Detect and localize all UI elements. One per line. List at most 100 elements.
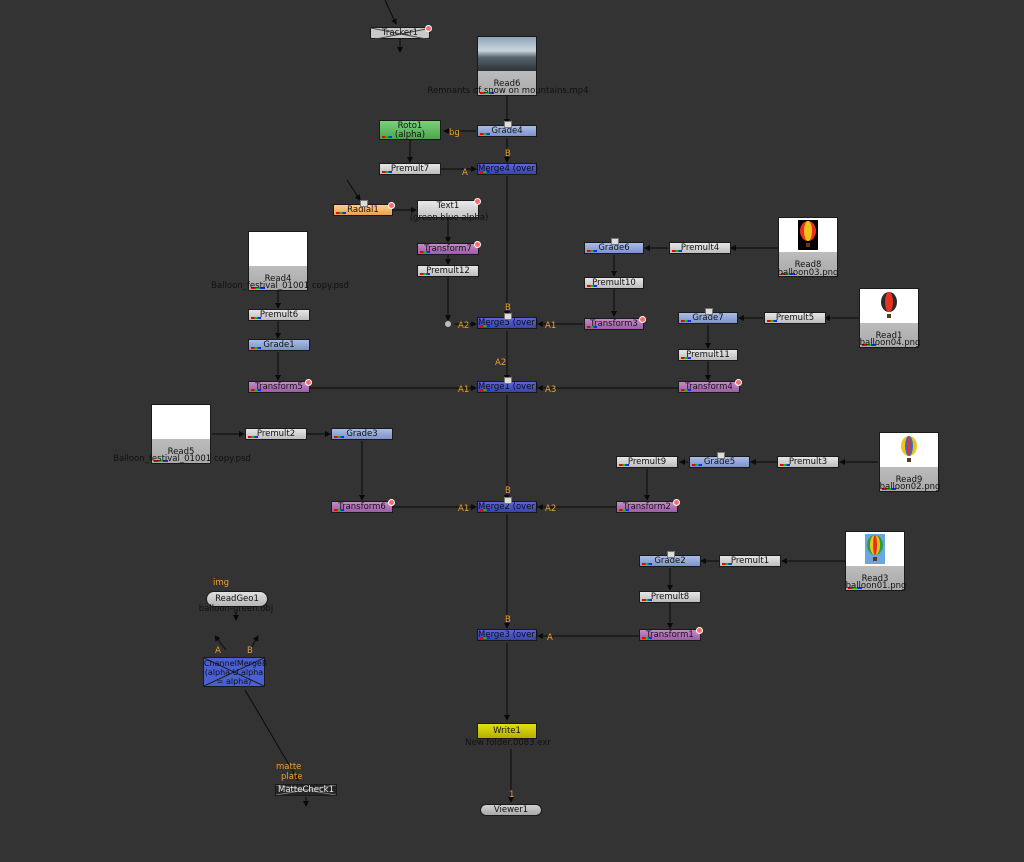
premult6-node[interactable]: Premult6 xyxy=(248,309,310,321)
input-label-b: B xyxy=(505,615,511,625)
node-label: Premult8 xyxy=(650,592,690,602)
mask-input-icon xyxy=(504,313,512,320)
node-label: Grade6 xyxy=(598,243,630,253)
node-label: Premult11 xyxy=(686,350,730,360)
viewer1-node[interactable]: Viewer1 xyxy=(480,804,542,816)
text1-node[interactable]: Text1 xyxy=(417,198,481,218)
transform1-node[interactable]: Transform1 xyxy=(639,627,703,641)
node-label: Grade1 xyxy=(263,340,295,350)
premult2-node[interactable]: Premult2 xyxy=(245,428,307,440)
write1-node[interactable]: Write1 xyxy=(477,723,537,739)
radial1-node[interactable]: Radial1 xyxy=(333,200,395,216)
node-label: Grade3 xyxy=(346,429,378,439)
node-label: Transform1 xyxy=(646,630,694,640)
disabled-cross-icon xyxy=(276,785,336,795)
balloon-thumbnail xyxy=(846,532,904,566)
mask-input-icon xyxy=(360,200,368,207)
read6-node[interactable]: Read6 xyxy=(477,36,537,96)
premult9-node[interactable]: Premult9 xyxy=(616,456,678,468)
channelmerge8-node[interactable]: ChannelMerge8 (alpha U alpha = alpha) xyxy=(203,657,267,687)
transform4-node[interactable]: Transform4 xyxy=(678,379,742,393)
channel-indicator-icon xyxy=(248,436,258,438)
merge2-node[interactable]: Merge2 (over) xyxy=(477,497,538,513)
node-label: Merge1 (over) xyxy=(478,382,539,392)
channel-indicator-icon xyxy=(480,325,490,327)
node-label: Roto1 xyxy=(397,121,423,131)
transform7-node[interactable]: Transform7 xyxy=(417,241,481,255)
input-label-a: A xyxy=(547,633,553,643)
read9-node[interactable]: Read9 xyxy=(879,432,939,492)
mask-input-icon xyxy=(705,308,713,315)
channel-indicator-icon xyxy=(382,136,392,138)
node-label: Transform5 xyxy=(255,382,303,392)
node-label: Write1 xyxy=(493,726,521,736)
premult7-node[interactable]: Premult7 xyxy=(379,163,441,175)
node-label: Merge3 (over) xyxy=(478,630,539,640)
node-label: Read5 xyxy=(167,447,195,457)
node-label: Transform7 xyxy=(424,244,472,254)
mattecheck1-node[interactable]: MatteCheck1 xyxy=(275,784,337,796)
premult11-node[interactable]: Premult11 xyxy=(678,349,738,361)
channel-indicator-icon xyxy=(587,326,597,328)
node-label: ChannelMerge8 (alpha U alpha = alpha) xyxy=(204,659,267,686)
readgeo1-node[interactable]: ReadGeo1 xyxy=(206,591,268,607)
grade4-node[interactable]: Grade4 xyxy=(477,121,537,137)
channel-indicator-icon xyxy=(780,464,790,466)
hot-air-balloon-icon xyxy=(798,220,818,250)
grade3-node[interactable]: Grade3 xyxy=(331,428,393,440)
node-label: Read4 xyxy=(264,274,292,284)
transform5-node[interactable]: Transform5 xyxy=(248,379,312,393)
merge4-node[interactable]: Merge4 (over) xyxy=(477,163,538,175)
grade7-node[interactable]: Grade7 xyxy=(678,308,738,324)
channel-indicator-icon xyxy=(781,273,795,275)
premult3-node[interactable]: Premult3 xyxy=(777,456,839,468)
status-dot-icon xyxy=(388,202,395,209)
premult8-node[interactable]: Premult8 xyxy=(639,591,701,603)
input-label-a2: A2 xyxy=(545,504,557,514)
node-label: Grade4 xyxy=(491,126,523,136)
readgeo1-filename: balloon-green.obj xyxy=(198,604,274,614)
read4-node[interactable]: Read4 xyxy=(248,231,308,291)
psd-thumbnail xyxy=(249,232,307,266)
tracker1-node[interactable]: Tracker1 xyxy=(370,25,432,40)
mask-input-icon xyxy=(716,452,725,459)
merge1-node[interactable]: Merge1 (over) xyxy=(477,377,539,393)
transform3-node[interactable]: Transform3 xyxy=(584,316,646,330)
premult10-node[interactable]: Premult10 xyxy=(584,277,644,289)
channel-indicator-icon xyxy=(672,250,682,252)
premult12-node[interactable]: Premult12 xyxy=(417,265,479,277)
transform2-node[interactable]: Transform2 xyxy=(616,499,680,513)
disabled-cross-icon xyxy=(204,658,264,686)
read1-node[interactable]: Read1 xyxy=(859,288,919,348)
roto1-node[interactable]: Roto1 (alpha) xyxy=(379,120,441,140)
grade6-node[interactable]: Grade6 xyxy=(584,238,644,254)
premult4-node[interactable]: Premult4 xyxy=(669,242,731,254)
channel-indicator-icon xyxy=(251,347,261,349)
status-dot-icon xyxy=(639,316,646,323)
read8-node[interactable]: Read8 xyxy=(778,217,838,277)
grade2-node[interactable]: Grade2 xyxy=(639,551,701,567)
balloon-thumbnail xyxy=(880,433,938,467)
channel-indicator-icon xyxy=(480,171,490,173)
grade5-node[interactable]: Grade5 xyxy=(689,452,750,468)
node-label: Premult3 xyxy=(788,457,828,467)
grade1-node[interactable]: Grade1 xyxy=(248,339,310,351)
read5-node[interactable]: Read5 xyxy=(151,404,211,464)
merge3-node[interactable]: Merge3 (over) xyxy=(477,629,539,641)
node-label: Transform6 xyxy=(338,502,386,512)
read3-node[interactable]: Read3 xyxy=(845,531,905,591)
input-label-img: img xyxy=(213,578,230,588)
transform6-node[interactable]: Transform6 xyxy=(331,499,395,513)
node-label: MatteCheck1 xyxy=(278,785,334,795)
premult5-node[interactable]: Premult5 xyxy=(764,312,826,324)
premult1-node[interactable]: Premult1 xyxy=(719,555,781,567)
read3-filename: balloon01.png xyxy=(845,581,907,591)
node-sublabel: (alpha) xyxy=(394,130,426,140)
node-label: Premult9 xyxy=(627,457,667,467)
status-dot-icon xyxy=(425,25,432,32)
channel-indicator-icon xyxy=(862,344,876,346)
merge5-node[interactable]: Merge5 (over) xyxy=(477,313,538,329)
channel-indicator-icon xyxy=(336,212,346,214)
